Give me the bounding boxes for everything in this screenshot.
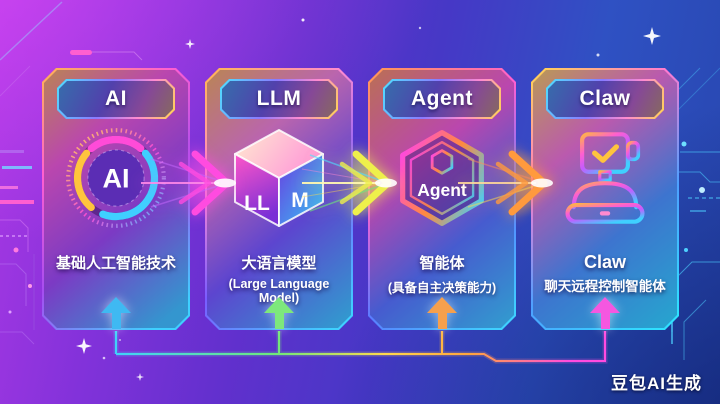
card-ai-description: 基础人工智能技术 bbox=[45, 252, 187, 277]
description-line-1: Claw bbox=[583, 252, 626, 272]
bus-line-glow bbox=[113, 331, 608, 364]
cube-right-label: M bbox=[291, 189, 309, 212]
watermark-text: 豆包AI生成 bbox=[611, 374, 702, 393]
badge-background: AI bbox=[59, 81, 173, 117]
arrow-head bbox=[101, 297, 131, 313]
card-ai: AI AI 基础人工智能技术 bbox=[42, 68, 190, 330]
bus-line bbox=[115, 331, 606, 362]
card-llm-title: LLM bbox=[256, 87, 302, 110]
card-agent: Agent Agent 智能体 (具备自主决策能力) bbox=[368, 68, 516, 330]
ai-dial-label: AI bbox=[102, 163, 129, 193]
arrow-stem bbox=[600, 312, 610, 329]
arrow-head bbox=[264, 297, 294, 313]
badge-background: Claw bbox=[548, 81, 662, 117]
card-llm-title-badge: LLM bbox=[220, 79, 338, 119]
badge-background: Agent bbox=[385, 81, 499, 117]
diagonal-line bbox=[0, 1, 63, 61]
up-arrow-orange bbox=[427, 297, 457, 329]
card-llm: LLM LL M bbox=[205, 68, 353, 330]
card-claw-description: Claw 聊天远程控制智能体 bbox=[534, 252, 676, 295]
arrow-head bbox=[427, 297, 457, 313]
description-line-1: 大语言模型 bbox=[241, 255, 317, 272]
card-agent-title-badge: Agent bbox=[383, 79, 501, 119]
badge-background: LLM bbox=[222, 81, 336, 117]
hexagon-label: Agent bbox=[417, 180, 467, 200]
card-claw-title: Claw bbox=[579, 87, 631, 110]
ai-dial-icon: AI bbox=[64, 126, 168, 230]
cube-left-label: LL bbox=[244, 192, 270, 215]
diagonal-line bbox=[0, 65, 31, 97]
card-ai-title: AI bbox=[105, 87, 127, 110]
pink-capsule bbox=[70, 50, 92, 55]
checkmark-icon bbox=[592, 144, 620, 163]
arrow-stem bbox=[274, 312, 284, 329]
arrow-stem bbox=[111, 312, 121, 329]
description-line-1: 智能体 bbox=[419, 255, 465, 272]
up-arrow-pink bbox=[590, 297, 620, 329]
base-light bbox=[599, 211, 611, 216]
agent-hexagon-icon: Agent bbox=[390, 126, 494, 230]
card-agent-title: Agent bbox=[411, 87, 473, 110]
up-arrow-green bbox=[264, 297, 294, 329]
arrow-stem bbox=[437, 312, 447, 329]
description-line-2: 聊天远程控制智能体 bbox=[544, 279, 666, 294]
card-claw-title-badge: Claw bbox=[546, 79, 664, 119]
arrow-head bbox=[590, 297, 620, 313]
llm-cube-icon: LL M bbox=[227, 126, 331, 230]
up-arrow-cyan bbox=[101, 297, 131, 329]
description-line-1: 基础人工智能技术 bbox=[55, 255, 176, 272]
card-llm-description: 大语言模型 (Large Language Model) bbox=[208, 252, 350, 305]
robot-icon bbox=[553, 126, 657, 230]
card-ai-title-badge: AI bbox=[57, 79, 175, 119]
left-circuit-strip bbox=[0, 150, 35, 345]
card-agent-description: 智能体 (具备自主决策能力) bbox=[371, 252, 513, 296]
description-line-2: (具备自主决策能力) bbox=[387, 281, 497, 295]
circuit-trace bbox=[92, 51, 143, 61]
card-claw: Claw bbox=[531, 68, 679, 330]
